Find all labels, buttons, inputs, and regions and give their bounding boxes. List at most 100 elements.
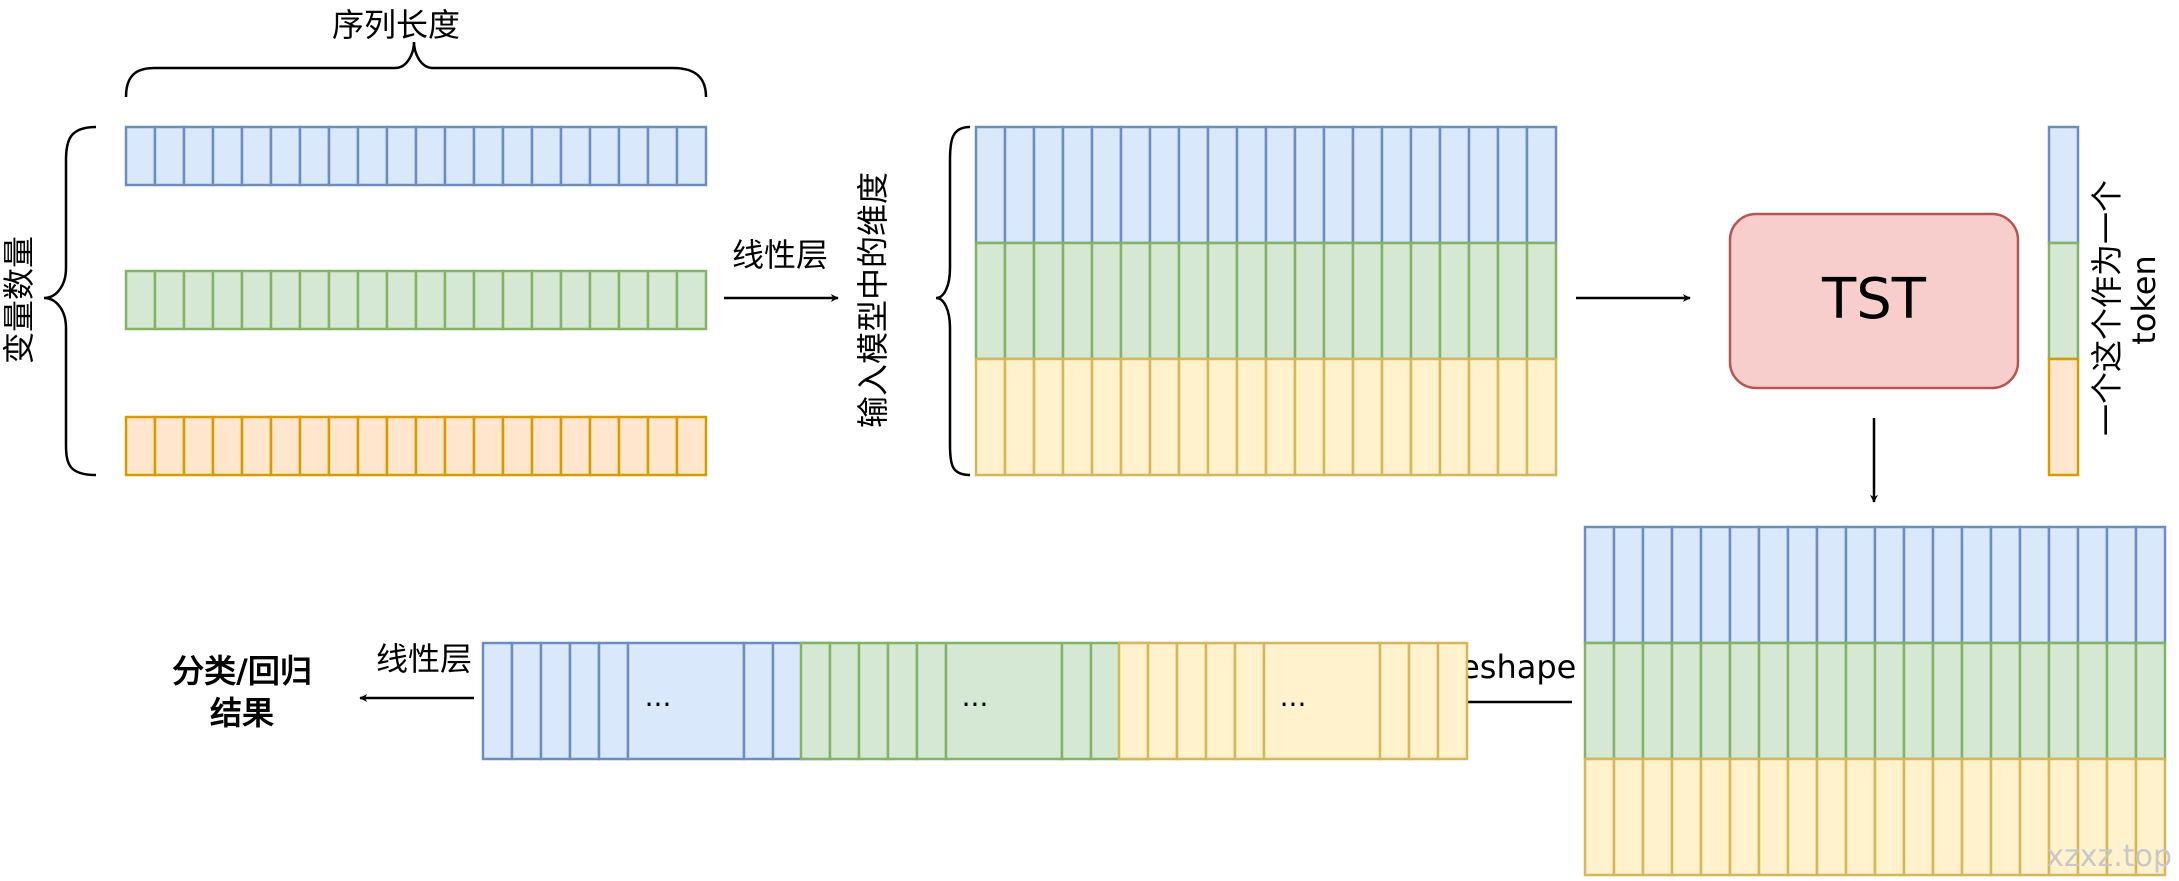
token-cell-blue — [2047, 125, 2080, 245]
embedded-cell — [1496, 125, 1529, 245]
embedded-green-row — [974, 241, 1558, 361]
input-green-row — [124, 269, 708, 331]
embedded-cell — [1235, 357, 1268, 477]
input-cell — [675, 125, 708, 187]
flat-cell — [1089, 641, 1122, 761]
output-cell — [2047, 757, 2080, 877]
flat-cell — [886, 641, 919, 761]
embedded-cell — [1119, 125, 1152, 245]
output-cell — [1786, 641, 1819, 761]
token-cell-green — [2047, 241, 2080, 361]
output-cell — [2134, 641, 2167, 761]
embedded-cell — [1496, 357, 1529, 477]
embedded-cell — [974, 241, 1007, 361]
input-cell — [414, 125, 447, 187]
embedded-cell — [1264, 241, 1297, 361]
embedded-cell — [1090, 125, 1123, 245]
input-cell — [646, 125, 679, 187]
input-cell — [124, 269, 157, 331]
output-cell — [1699, 757, 1732, 877]
output-cell — [1844, 757, 1877, 877]
input-cell — [356, 269, 389, 331]
embedded-yellow-row — [974, 357, 1558, 477]
flat-cell — [799, 641, 832, 761]
input-cell — [675, 415, 708, 477]
input-cell — [559, 269, 592, 331]
input-cell — [385, 125, 418, 187]
embedded-blue-row — [974, 125, 1558, 245]
flat-cell — [1117, 641, 1150, 761]
output-cell — [1873, 525, 1906, 645]
flat-cell — [510, 641, 543, 761]
output-cell — [1583, 525, 1616, 645]
flat-ellipsis-blue: ... — [645, 680, 672, 713]
output-cell — [1728, 525, 1761, 645]
embedded-cell — [1148, 357, 1181, 477]
output-cell — [1931, 757, 1964, 877]
embedded-cell — [1032, 125, 1065, 245]
embedded-cell — [974, 125, 1007, 245]
output-green-row — [1583, 641, 2167, 761]
embedded-cell — [1380, 357, 1413, 477]
watermark: xzxz.top — [2046, 839, 2172, 874]
output-cell — [2134, 525, 2167, 645]
input-cell — [211, 269, 244, 331]
embedded-cell — [1003, 241, 1036, 361]
output-cell — [1873, 757, 1906, 877]
input-cell — [414, 415, 447, 477]
embedded-cell — [1467, 125, 1500, 245]
embedded-cell — [1322, 241, 1355, 361]
reshape-label: reshape — [1448, 648, 1577, 686]
output-cell — [2047, 641, 2080, 761]
input-cell — [588, 269, 621, 331]
flat-cell — [1407, 641, 1440, 761]
output-cell — [1902, 525, 1935, 645]
input-cell — [559, 415, 592, 477]
embedded-cell — [1351, 241, 1384, 361]
embedded-cell — [1177, 357, 1210, 477]
embedded-cell — [1409, 241, 1442, 361]
output-cell — [1786, 757, 1819, 877]
embedded-cell — [1206, 241, 1239, 361]
output-cell — [1670, 525, 1703, 645]
embedded-cell — [1380, 125, 1413, 245]
output-cell — [1931, 525, 1964, 645]
input-cell — [472, 125, 505, 187]
output-cell — [1670, 757, 1703, 877]
input-cell — [646, 269, 679, 331]
output-cell — [1815, 641, 1848, 761]
output-yellow-row — [1583, 757, 2167, 877]
flat-cell — [539, 641, 572, 761]
embedded-cell — [1380, 241, 1413, 361]
output-cell — [2134, 757, 2167, 877]
output-cell — [1989, 641, 2022, 761]
input-cell — [182, 415, 215, 477]
input-cell — [443, 269, 476, 331]
output-cell — [1786, 525, 1819, 645]
input-cell — [530, 415, 563, 477]
input-cell — [240, 125, 273, 187]
output-cell — [2105, 641, 2138, 761]
embedded-cell — [1177, 125, 1210, 245]
input-cell — [559, 125, 592, 187]
output-cell — [1902, 641, 1935, 761]
input-cell — [617, 415, 650, 477]
flat-cell — [1436, 641, 1469, 761]
output-cell — [1873, 641, 1906, 761]
input-cell — [530, 269, 563, 331]
input-cell — [269, 415, 302, 477]
output-cell — [2047, 525, 2080, 645]
embedded-cell — [1409, 125, 1442, 245]
flat-ellipsis-green: ... — [962, 680, 989, 713]
embedded-cell — [974, 357, 1007, 477]
input-cell — [298, 269, 331, 331]
output-cell — [2076, 525, 2109, 645]
input-cell — [617, 125, 650, 187]
flat-cell — [597, 641, 630, 761]
output-cell — [2018, 525, 2051, 645]
embedded-cell — [1525, 241, 1558, 361]
flat-cell — [626, 641, 746, 761]
input-cell — [356, 415, 389, 477]
embedded-cell — [1003, 357, 1036, 477]
embedded-cell — [1235, 125, 1268, 245]
